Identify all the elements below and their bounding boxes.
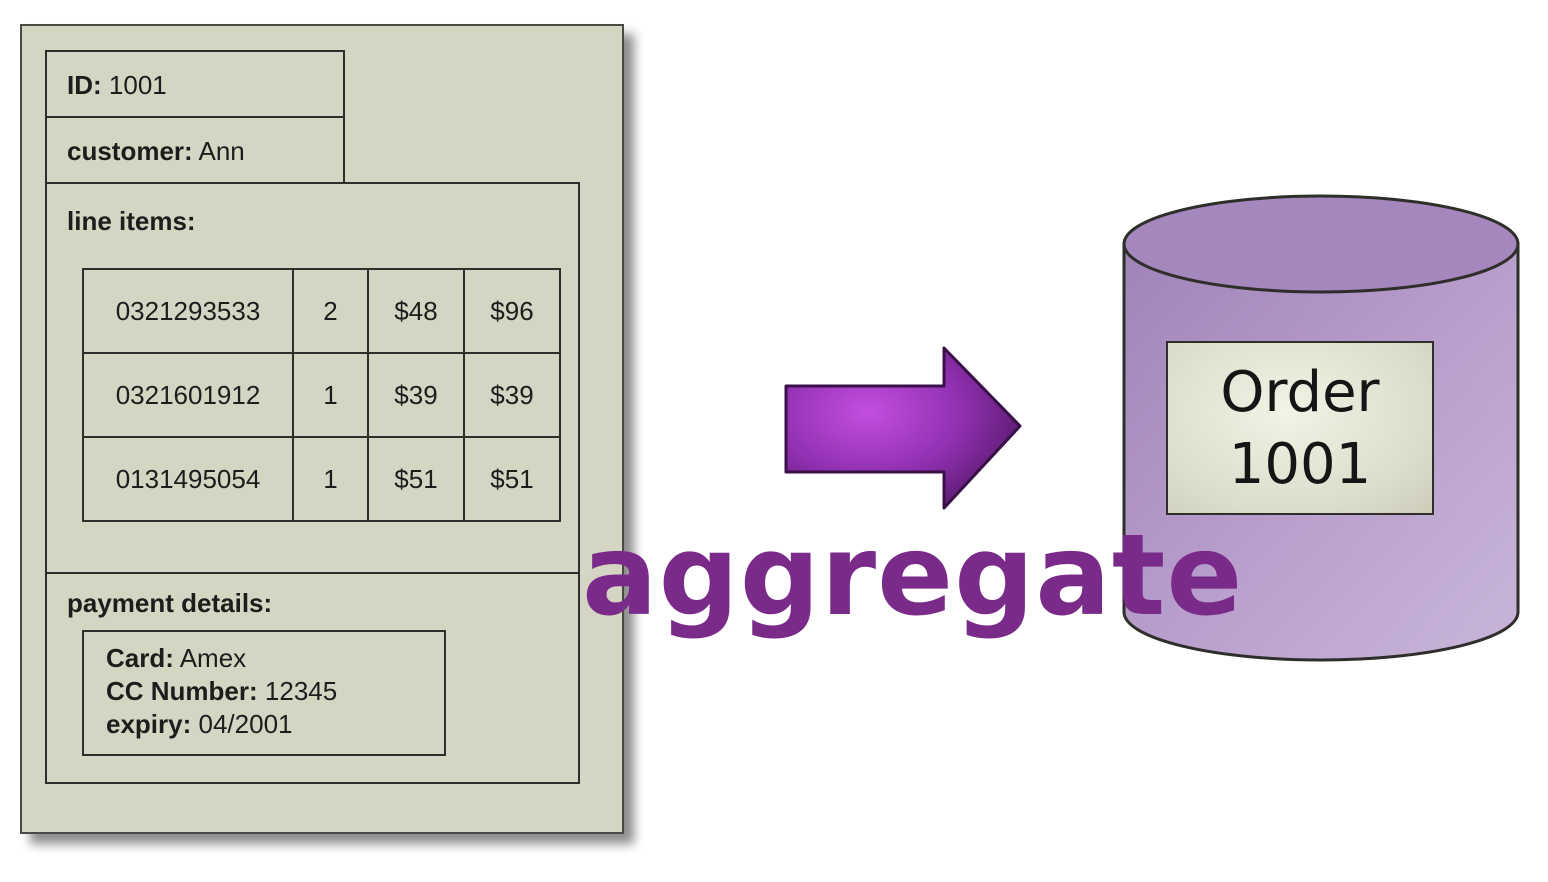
- order-label: Order 1001: [1166, 341, 1434, 515]
- id-value: 1001: [108, 70, 167, 100]
- customer-label: customer:: [67, 136, 193, 166]
- quantity-cell: 2: [292, 268, 369, 354]
- table-row: 0131495054 1 $51 $51: [82, 436, 561, 522]
- cc-number-label: CC Number:: [106, 676, 258, 706]
- total-cell: $96: [463, 268, 561, 354]
- price-cell: $51: [367, 436, 465, 522]
- id-label: ID:: [67, 70, 102, 100]
- price-cell: $48: [367, 268, 465, 354]
- cc-number-value: 12345: [264, 676, 338, 706]
- table-row: 0321601912 1 $39 $39: [82, 352, 561, 438]
- customer-value: Ann: [198, 136, 245, 166]
- line-items-label: line items:: [67, 206, 196, 236]
- line-items-table: 0321293533 2 $48 $96 0321601912 1 $39 $3…: [82, 268, 561, 522]
- isbn-cell: 0321293533: [82, 268, 294, 354]
- card-value: Amex: [179, 643, 247, 673]
- table-row: 0321293533 2 $48 $96: [82, 268, 561, 354]
- order-document: ID: 1001 customer: Ann line items: 03212…: [20, 24, 624, 834]
- aggregate-caption: aggregate: [582, 511, 1244, 641]
- isbn-cell: 0131495054: [82, 436, 294, 522]
- expiry-label: expiry:: [106, 709, 192, 739]
- order-number: 1001: [1228, 432, 1372, 497]
- payment-details-box: Card: Amex CC Number: 12345 expiry: 04/2…: [82, 630, 446, 756]
- cc-number-row: CC Number: 12345: [106, 675, 444, 708]
- card-row: Card: Amex: [106, 642, 444, 675]
- right-arrow-icon: [784, 346, 1022, 510]
- expiry-row: expiry: 04/2001: [106, 708, 444, 741]
- isbn-cell: 0321601912: [82, 352, 294, 438]
- quantity-cell: 1: [292, 352, 369, 438]
- customer-field: customer: Ann: [45, 116, 345, 184]
- price-cell: $39: [367, 352, 465, 438]
- card-label: Card:: [106, 643, 174, 673]
- quantity-cell: 1: [292, 436, 369, 522]
- payment-label: payment details:: [67, 588, 273, 618]
- payment-section: payment details:: [45, 572, 580, 784]
- order-title: Order: [1220, 360, 1380, 425]
- expiry-value: 04/2001: [198, 709, 293, 739]
- total-cell: $51: [463, 436, 561, 522]
- total-cell: $39: [463, 352, 561, 438]
- id-field: ID: 1001: [45, 50, 345, 118]
